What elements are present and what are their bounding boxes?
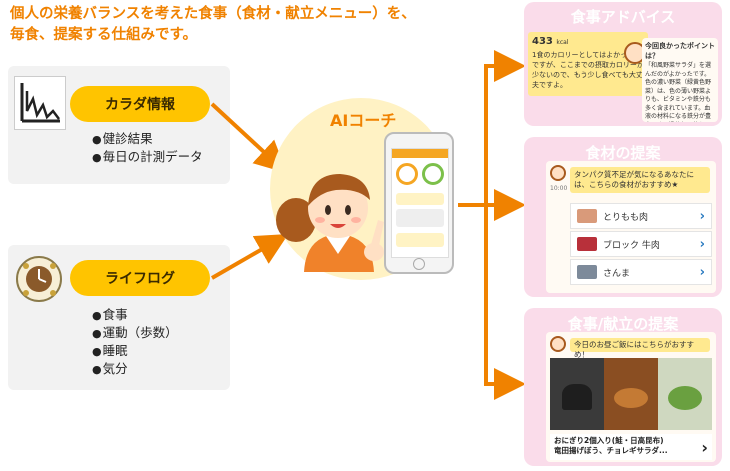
phone-bubble [396,233,444,247]
list-item[interactable]: とりもも肉 › [570,203,712,229]
card-menu: 食事/献立の提案 今日のお昼ご飯にはこちらがおすすめ！ おにぎり2個入り(鮭・日… [524,308,722,466]
headline: 個人の栄養バランスを考えた食事（食材・献立メニュー）を、 毎食、提案する仕組みで… [10,4,416,46]
ingredients-screen: 10:00 タンパク質不足が気になるあなたには、こちらの食材がおすすめ★ とりも… [546,161,716,293]
headline-line-2: 毎食、提案する仕組みです。 [10,27,198,43]
body-info-pill: カラダ情報 [70,86,210,122]
body-info-bullets: 健診結果 毎日の計測データ [92,130,203,166]
arrow-lifelog-to-coach [211,234,289,280]
salad-shape [668,386,702,410]
phone-home-button [413,258,425,270]
advice-detail-heading: 今回良かったポイントは？ [645,42,715,60]
phone-ring-chart [396,163,418,185]
fried-shape [614,388,648,408]
menu-photo-salad [658,358,712,430]
card-title: 食事アドバイス [570,8,676,26]
advice-detail: 今回良かったポイントは？ 「和風野菜サラダ」を選んだのがよかったです。色の濃い野… [642,38,718,122]
food-thumbnail [577,209,597,223]
menu-photo-fried [604,358,658,430]
chevron-right-icon: › [701,438,708,457]
onigiri-shape [562,384,592,410]
lifelog-bullets: 食事 運動（歩数） 睡眠 気分 [92,306,178,378]
food-thumbnail [577,265,597,279]
message-time: 10:00 [550,185,568,192]
score-unit: kcal [556,39,569,46]
list-item: 睡眠 [92,342,178,360]
chevron-right-icon: › [699,236,705,252]
headline-line-1: 個人の栄養バランスを考えた食事（食材・献立メニュー）を、 [10,6,416,22]
menu-caption-line-2: 竜田揚げぼう、チョレギサラダ... [554,446,668,455]
list-item[interactable]: ブロック 牛肉 › [570,231,712,257]
arrow-body-to-coach [210,102,287,174]
phone-image [396,209,444,227]
arrow-to-advice [458,50,526,207]
coach-title: AIコーチ [330,111,397,130]
list-item: 運動（歩数） [92,324,178,342]
list-item: 気分 [92,360,178,378]
menu-bubble: 今日のお昼ご飯にはこちらがおすすめ！ [570,338,710,359]
menu-photo[interactable] [550,358,712,430]
food-name: さんま [603,268,631,279]
menu-photo-onigiri [550,358,604,430]
phone-header-bar [392,149,448,158]
list-item[interactable]: さんま › [570,259,712,285]
advice-bubble-text: 1食のカロリーとしてはよかったのですが、ここまでの摂取カロリーが少ないので、もう… [532,51,644,89]
lifelog-clock-icon [14,254,64,304]
chevron-right-icon: › [699,264,705,280]
food-thumbnail [577,237,597,251]
score-value: 433 [532,36,553,47]
card-advice: 食事アドバイス 433 kcal 1食のカロリーとしてはよかったのですが、ここま… [524,2,722,126]
phone-screen [391,148,449,258]
ingredients-bubble: タンパク質不足が気になるあなたには、こちらの食材がおすすめ★ [570,167,710,193]
phone-ring-chart [422,163,444,185]
lifelog-pill: ライフログ [70,260,210,296]
menu-screen: 今日のお昼ご飯にはこちらがおすすめ！ おにぎり2個入り(鮭・日高昆布) 竜田揚げ… [546,332,716,462]
menu-caption-line-1: おにぎり2個入り(鮭・日高昆布) [554,436,664,445]
coach-character [276,174,384,272]
card-title: 食事/献立の提案 [567,315,679,333]
food-name: ブロック 牛肉 [603,240,660,251]
phone-mockup [384,132,454,274]
list-item: 健診結果 [92,130,203,148]
card-title: 食材の提案 [585,144,661,162]
list-item: 食事 [92,306,178,324]
declining-chart-icon [14,76,66,130]
phone-bubble [396,193,444,205]
menu-caption[interactable]: おにぎり2個入り(鮭・日高昆布) 竜田揚げぼう、チョレギサラダ... › [550,434,712,460]
food-name: とりもも肉 [603,212,649,223]
chevron-right-icon: › [699,208,705,224]
advice-detail-text: 「和風野菜サラダ」を選んだのがよかったです。色の濃い野菜（緑黄色野菜）は、色の薄… [645,62,714,122]
coach-avatar [550,165,566,181]
advice-score: 433 kcal [532,36,568,47]
advice-bubble: 433 kcal 1食のカロリーとしてはよかったのですが、ここまでの摂取カロリー… [528,32,648,96]
arrow-to-menu [484,205,526,400]
coach-avatar [550,336,566,352]
list-item: 毎日の計測データ [92,148,203,166]
card-ingredients: 食材の提案 10:00 タンパク質不足が気になるあなたには、こちらの食材がおすす… [524,137,722,297]
